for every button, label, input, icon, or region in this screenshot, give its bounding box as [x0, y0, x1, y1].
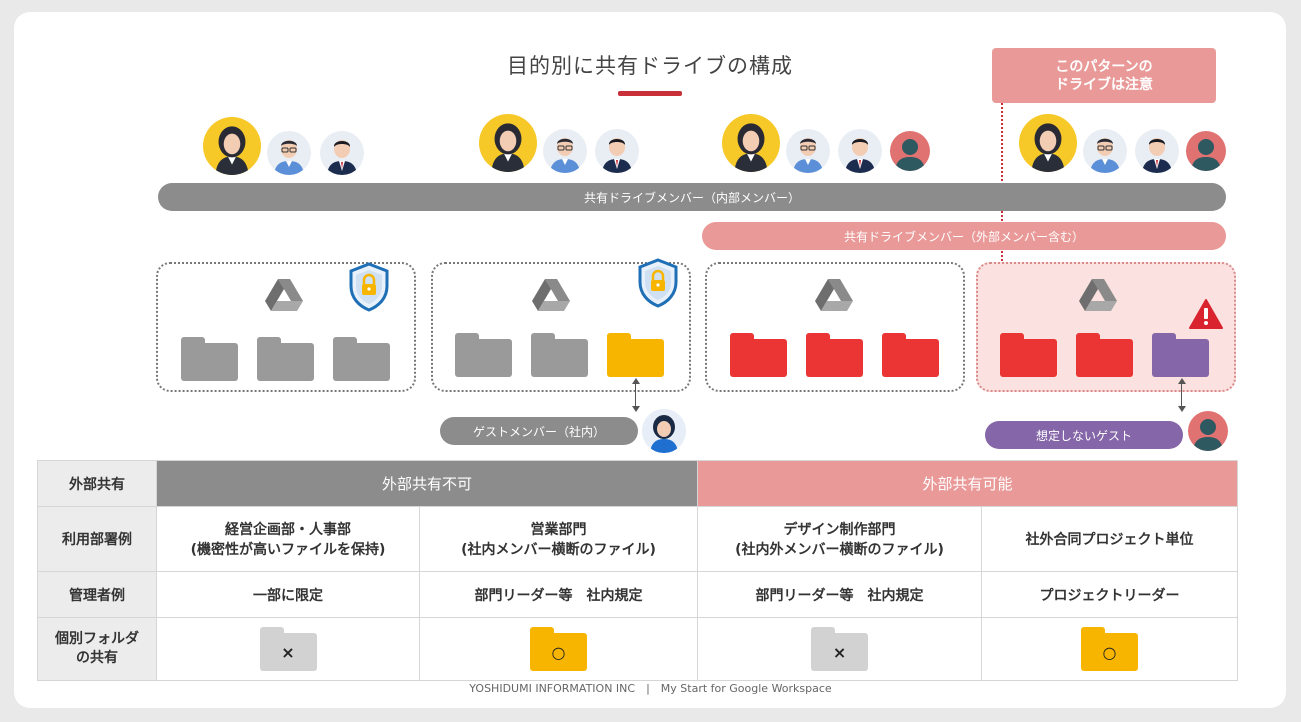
member-avatar [838, 129, 882, 173]
member-avatar [595, 129, 639, 173]
row-header-departments: 利用部署例 [37, 506, 157, 572]
member-avatar [479, 114, 537, 172]
folder-share-cell: ○ [981, 617, 1239, 681]
drive-box-design [705, 262, 965, 392]
folder-icon [882, 333, 939, 377]
department-cell: デザイン制作部門(社内外メンバー横断のファイル) [697, 506, 983, 572]
guest-avatar-internal [642, 409, 686, 453]
member-avatar [1083, 129, 1127, 173]
shield-lock-icon [636, 258, 680, 312]
shield-lock-icon [347, 262, 391, 316]
member-avatar [1019, 114, 1077, 172]
unexpected-guest-label: 想定しないゲスト [985, 421, 1183, 449]
admin-cell: 部門リーダー等 社内規定 [697, 571, 983, 618]
folder-icon [531, 333, 588, 377]
admin-cell: 部門リーダー等 社内規定 [418, 571, 699, 618]
internal-members-bar: 共有ドライブメンバー（内部メンバー） [158, 183, 1226, 211]
folder-share-cell: × [156, 617, 420, 681]
google-drive-icon [814, 277, 854, 317]
folder-icon [257, 337, 314, 381]
folder-share-cell: × [697, 617, 983, 681]
admin-cell: 一部に限定 [156, 571, 420, 618]
external-members-bar: 共有ドライブメンバー（外部メンバー含む） [702, 222, 1226, 250]
department-cell: 社外合同プロジェクト単位 [981, 506, 1239, 572]
group-header-allowed: 外部共有可能 [697, 460, 1239, 507]
admin-cell: プロジェクトリーダー [981, 571, 1239, 618]
guest-shared-folder-icon [1152, 333, 1209, 377]
shared-folder-icon [607, 333, 664, 377]
connector-line [1181, 384, 1182, 408]
folder-icon: × [811, 627, 869, 671]
connector-arrow-up [1178, 378, 1186, 384]
external-member-avatar [890, 131, 930, 171]
title-underline [618, 91, 682, 96]
folder-icon [181, 337, 238, 381]
external-member-avatar [1186, 131, 1226, 171]
member-avatar [267, 131, 311, 175]
folder-icon: × [259, 627, 317, 671]
folder-icon [1000, 333, 1057, 377]
warning-callout-line2: ドライブは注意 [1055, 76, 1153, 93]
department-cell: 経営企画部・人事部(機密性が高いファイルを保持) [156, 506, 420, 572]
member-avatar [320, 131, 364, 175]
connector-arrow-up [632, 378, 640, 384]
sharing-comparison-table: 外部共有 外部共有不可 外部共有可能 利用部署例 経営企画部・人事部(機密性が高… [37, 460, 1239, 681]
member-avatar [543, 129, 587, 173]
folder-icon [806, 333, 863, 377]
folder-icon [333, 337, 390, 381]
connector-arrow-down [632, 406, 640, 412]
unknown-guest-avatar [1188, 411, 1228, 451]
row-header-external-sharing: 外部共有 [37, 460, 157, 507]
google-drive-icon [264, 277, 304, 317]
folder-icon [1076, 333, 1133, 377]
footer-credit: YOSHIDUMI INFORMATION INC | My Start for… [469, 682, 832, 695]
folder-share-cell: ○ [418, 617, 699, 681]
row-header-admins: 管理者例 [37, 571, 157, 618]
drive-box-confidential [156, 262, 416, 392]
member-avatar [786, 129, 830, 173]
folder-icon: ○ [1081, 627, 1139, 671]
folder-icon [730, 333, 787, 377]
folder-icon: ○ [530, 627, 587, 671]
member-avatar [722, 114, 780, 172]
row-header-folder-sharing: 個別フォルダ の共有 [37, 617, 157, 681]
member-avatar [203, 117, 261, 175]
page-title: 目的別に共有ドライブの構成 [507, 54, 793, 78]
warning-triangle-icon [1188, 298, 1224, 334]
connector-arrow-down [1178, 406, 1186, 412]
folder-icon [455, 333, 512, 377]
drive-box-sales [431, 262, 691, 392]
google-drive-icon [531, 277, 571, 317]
connector-line [635, 384, 636, 408]
warning-callout: このパターンの ドライブは注意 [992, 48, 1216, 103]
group-header-not-allowed: 外部共有不可 [155, 460, 699, 507]
department-cell: 営業部門(社内メンバー横断のファイル) [418, 506, 699, 572]
member-avatar [1135, 129, 1179, 173]
warning-callout-line1: このパターンの [1055, 58, 1153, 75]
google-drive-icon [1078, 277, 1118, 317]
internal-guest-label: ゲストメンバー（社内） [440, 417, 638, 445]
